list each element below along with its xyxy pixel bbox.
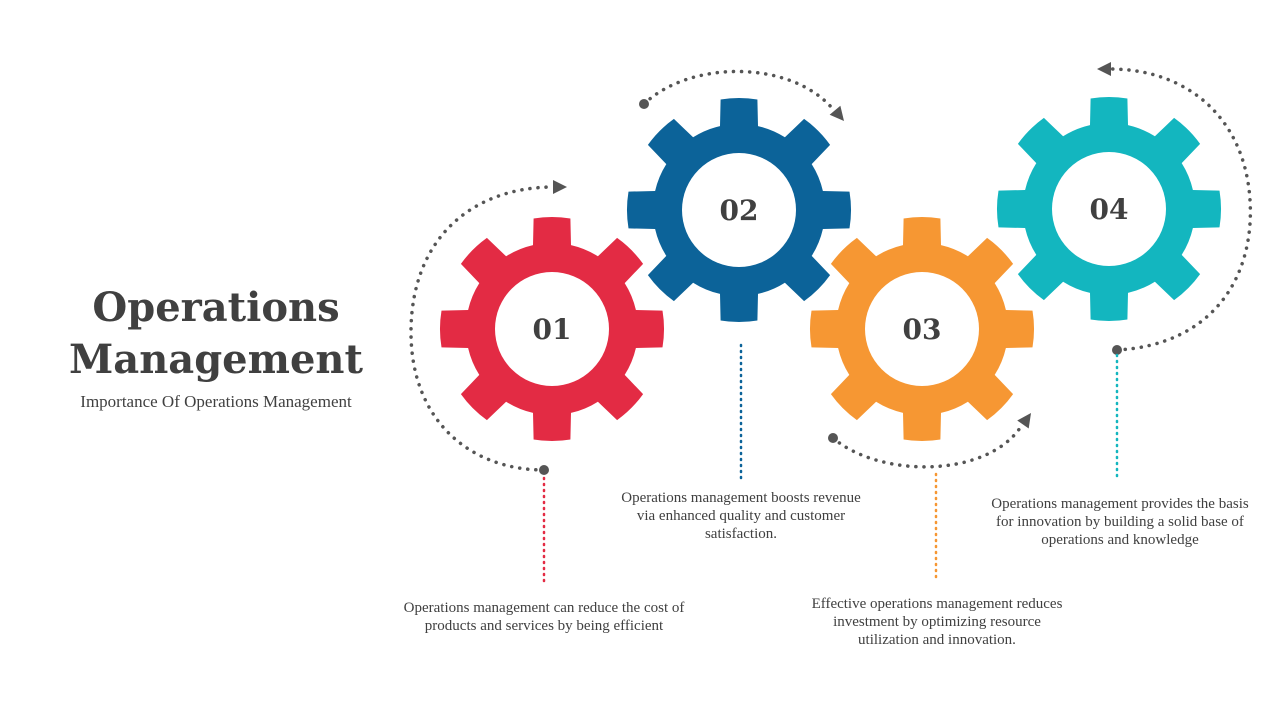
arc-start-dot-4: [1112, 345, 1122, 355]
gear-3: 03: [809, 216, 1035, 442]
gear-hub: [865, 272, 979, 386]
arc-start-dot-3: [828, 433, 838, 443]
step-4-description: Operations management provides the basis…: [991, 496, 1249, 548]
step-number-3: 03: [903, 313, 942, 346]
step-3-description: Effective operations management reduces …: [811, 596, 1063, 648]
gears: 01 02 03 04: [439, 96, 1222, 442]
page-title: Operations Management: [40, 282, 392, 386]
gear-hub: [495, 272, 609, 386]
arrow-head-3: [1017, 413, 1031, 429]
title-line-2: Management: [69, 336, 363, 383]
arrow-head-1: [553, 180, 567, 194]
arc-start-dot-2: [639, 99, 649, 109]
page-subtitle: Importance Of Operations Management: [80, 392, 352, 411]
title-line-1: Operations: [92, 284, 340, 331]
step-2-description: Operations management boosts revenue via…: [621, 490, 861, 542]
arrow-head-2: [829, 105, 844, 121]
connector-lines: [542, 343, 1119, 584]
cycle-arrows: [409, 62, 1253, 475]
arc-gear-1: [409, 185, 554, 472]
step-number-1: 01: [533, 313, 572, 346]
arrow-head-4: [1097, 62, 1111, 76]
arc-gear-4: [1110, 67, 1253, 352]
step-number-2: 02: [720, 194, 759, 227]
arc-start-dot-1: [539, 465, 549, 475]
gear-hub: [1052, 152, 1166, 266]
gear-hub: [682, 153, 796, 267]
arc-gear-3: [831, 426, 1022, 469]
gear-1: 01: [439, 216, 665, 442]
step-number-4: 04: [1090, 193, 1129, 226]
arc-gear-2: [642, 69, 834, 110]
gear-2: 02: [626, 97, 852, 323]
step-1-description: Operations management can reduce the cos…: [403, 600, 685, 634]
gear-4: 04: [996, 96, 1222, 322]
